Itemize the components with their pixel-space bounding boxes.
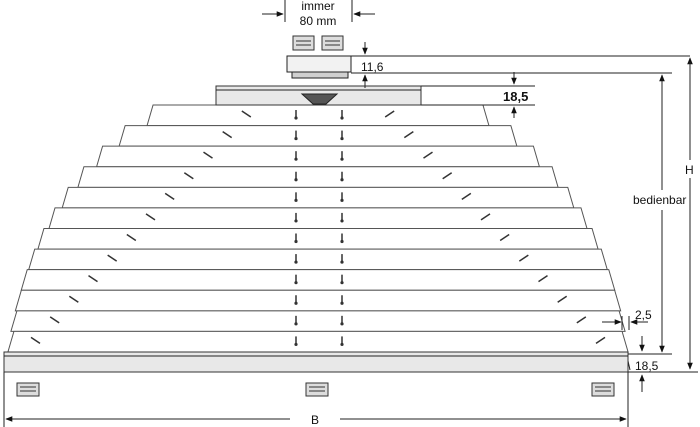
pleat-step: [28, 248, 608, 271]
pleat-step: [14, 289, 622, 312]
cord-knot-dot: [294, 178, 298, 182]
cord-knot-dot: [294, 260, 298, 264]
cord-knot-dot: [340, 322, 344, 326]
dim-label-B: B: [311, 413, 319, 427]
cord-diagonal: [203, 151, 213, 159]
dimension-bedienbar: bedienbar: [420, 72, 686, 355]
cord-diagonal: [107, 254, 118, 262]
dim-label-18-5-top: 18,5: [503, 89, 528, 104]
cord-knot-dot: [294, 116, 298, 120]
rail-handle: [300, 93, 339, 105]
cord-diagonal: [480, 213, 491, 221]
cord-diagonal: [49, 316, 60, 324]
cord-diagonal: [222, 130, 233, 139]
cord-diagonal: [499, 233, 510, 242]
cord-knot-dot: [294, 157, 298, 161]
cord-knot-dot: [340, 116, 344, 120]
pleat-step: [10, 310, 626, 332]
cord-diagonal: [461, 192, 472, 200]
cord-diagonal: [88, 275, 98, 283]
pleat-step: [146, 104, 490, 127]
cord-knot-dot: [294, 198, 298, 202]
pleat-step: [95, 145, 541, 168]
cord-diagonal: [595, 336, 606, 345]
pleat-step: [37, 228, 599, 250]
cord-diagonal: [241, 110, 252, 118]
cord-knot-dot: [340, 198, 344, 202]
pleat-step: [118, 125, 518, 147]
cord-knot-dot: [340, 178, 344, 182]
cord-diagonal: [384, 110, 395, 118]
bottom-bracket-icon: [16, 382, 615, 397]
pleat-step: [48, 207, 588, 229]
dim-label-H: H: [685, 163, 694, 177]
dim-label-2-5: 2,5: [635, 308, 652, 322]
dim-label-immer: immer: [301, 0, 334, 13]
cord-diagonal: [30, 336, 41, 345]
dimension-B: B: [3, 372, 629, 427]
pleat-step: [7, 330, 629, 353]
cord-knot-dot: [340, 157, 344, 161]
cord-diagonal: [164, 192, 175, 200]
cord-knot-dot: [294, 342, 298, 347]
cord-knot-dot: [294, 322, 298, 326]
dim-label-80mm: 80 mm: [300, 14, 337, 28]
cord-diagonal: [68, 295, 79, 303]
top-bracket-icon: [292, 35, 344, 51]
cord-knots-group: [30, 110, 606, 347]
cord-diagonal: [538, 275, 548, 283]
cord-knot-dot: [294, 301, 298, 305]
cord-knot-dot: [340, 219, 344, 223]
cord-knot-dot: [294, 281, 298, 285]
cord-knot-dot: [340, 342, 344, 347]
cord-knot-dot: [294, 136, 298, 141]
cord-diagonal: [403, 130, 414, 139]
dim-label-11-6: 11,6: [361, 60, 384, 74]
cord-diagonal: [423, 151, 433, 159]
pleat-step: [61, 186, 575, 209]
cord-diagonal: [126, 233, 137, 242]
dimension-18-5-top: 18,5: [421, 72, 535, 118]
cord-diagonal: [576, 316, 587, 324]
cord-diagonal: [442, 172, 453, 180]
dimension-H: H: [628, 57, 698, 373]
cord-knot-dot: [340, 239, 344, 244]
dim-label-bedienbar: bedienbar: [633, 193, 686, 207]
cord-knot-dot: [340, 301, 344, 305]
pleats-group: [7, 104, 629, 353]
cord-knot-dot: [340, 281, 344, 285]
bottom-rail: [3, 351, 629, 373]
top-clip: [286, 55, 352, 73]
dimension-11-6: 11,6: [351, 42, 690, 88]
dimension-80mm: immer 80 mm: [262, 0, 375, 28]
dimension-18-5-bottom: 18,5: [635, 336, 659, 392]
cord-diagonal: [145, 213, 156, 221]
cord-knot-dot: [340, 260, 344, 264]
pleat-step: [20, 269, 616, 291]
dimension-2-5: 2,5: [602, 308, 652, 330]
cord-knot-dot: [294, 219, 298, 223]
cord-diagonal: [557, 295, 568, 303]
cord-knot-dot: [340, 136, 344, 141]
cord-diagonal: [183, 172, 194, 180]
cord-knot-dot: [294, 239, 298, 244]
dim-label-18-5-bottom: 18,5: [635, 359, 659, 373]
pleat-step: [77, 166, 559, 188]
cord-diagonal: [518, 254, 529, 262]
